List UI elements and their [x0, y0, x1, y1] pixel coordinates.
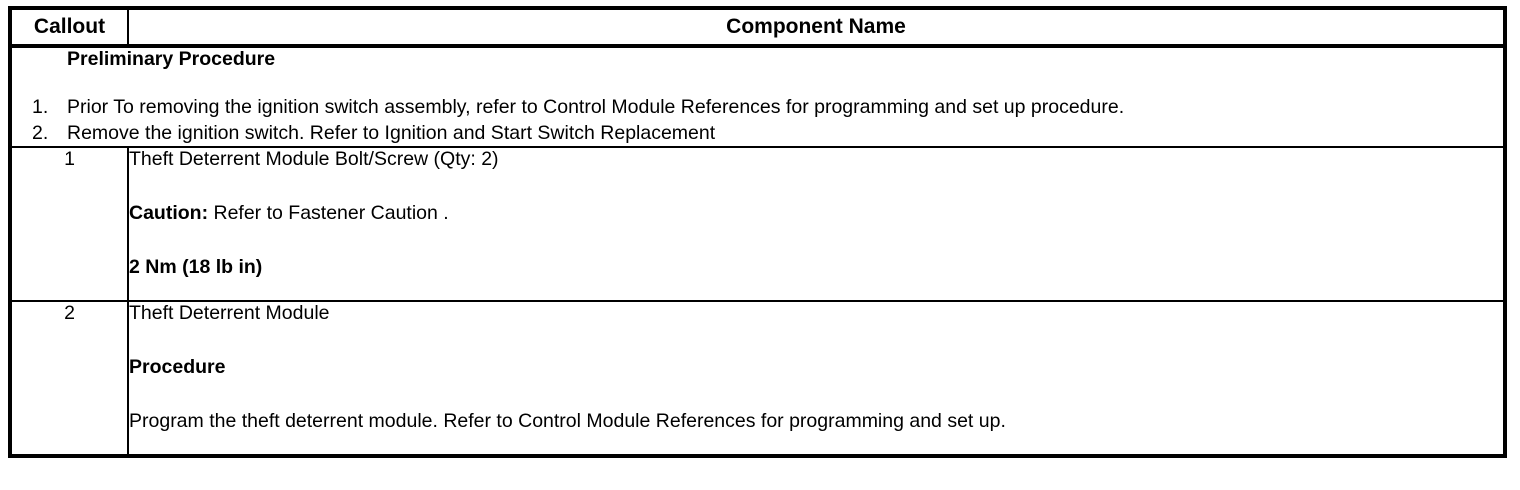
column-header-callout: Callout [10, 8, 129, 48]
table-header-row: Callout Component Name [10, 8, 1505, 48]
preliminary-procedure-cell: Preliminary Procedure 1. Prior To removi… [10, 46, 1505, 148]
component-name-text: Theft Deterrent Module [129, 302, 330, 324]
table-row: 1 Theft Deterrent Module Bolt/Screw (Qty… [10, 147, 1505, 302]
step-text: Remove the ignition switch. Refer to Ign… [67, 122, 716, 144]
component-description-cell: Theft Deterrent Module Procedure Program… [128, 301, 1505, 456]
list-item: 2. Remove the ignition switch. Refer to … [12, 120, 1503, 146]
service-procedure-table: Callout Component Name Preliminary Proce… [8, 6, 1507, 458]
preliminary-step-list: 1. Prior To removing the ignition switch… [12, 94, 1503, 146]
component-description-cell: Theft Deterrent Module Bolt/Screw (Qty: … [128, 147, 1505, 302]
preliminary-procedure-row: Preliminary Procedure 1. Prior To removi… [10, 46, 1505, 148]
procedure-heading: Procedure [129, 356, 226, 378]
caution-label: Caution: [129, 202, 209, 224]
procedure-text: Program the theft deterrent module. Refe… [129, 410, 1006, 432]
caution-text: Refer to Fastener Caution . [208, 202, 449, 224]
callout-number: 1 [10, 147, 129, 302]
component-name-text: Theft Deterrent Module Bolt/Screw (Qty: … [129, 148, 499, 170]
callout-number: 2 [10, 301, 129, 456]
table-row: 2 Theft Deterrent Module Procedure Progr… [10, 301, 1505, 456]
step-text: Prior To removing the ignition switch as… [67, 96, 1125, 118]
step-number: 2. [32, 122, 49, 144]
column-header-component-name: Component Name [128, 8, 1505, 48]
caution-line: Caution: Refer to Fastener Caution . [129, 202, 1503, 225]
step-number: 1. [32, 96, 49, 118]
torque-specification: 2 Nm (18 lb in) [129, 256, 263, 278]
list-item: 1. Prior To removing the ignition switch… [12, 94, 1503, 120]
preliminary-procedure-title: Preliminary Procedure [67, 48, 276, 70]
